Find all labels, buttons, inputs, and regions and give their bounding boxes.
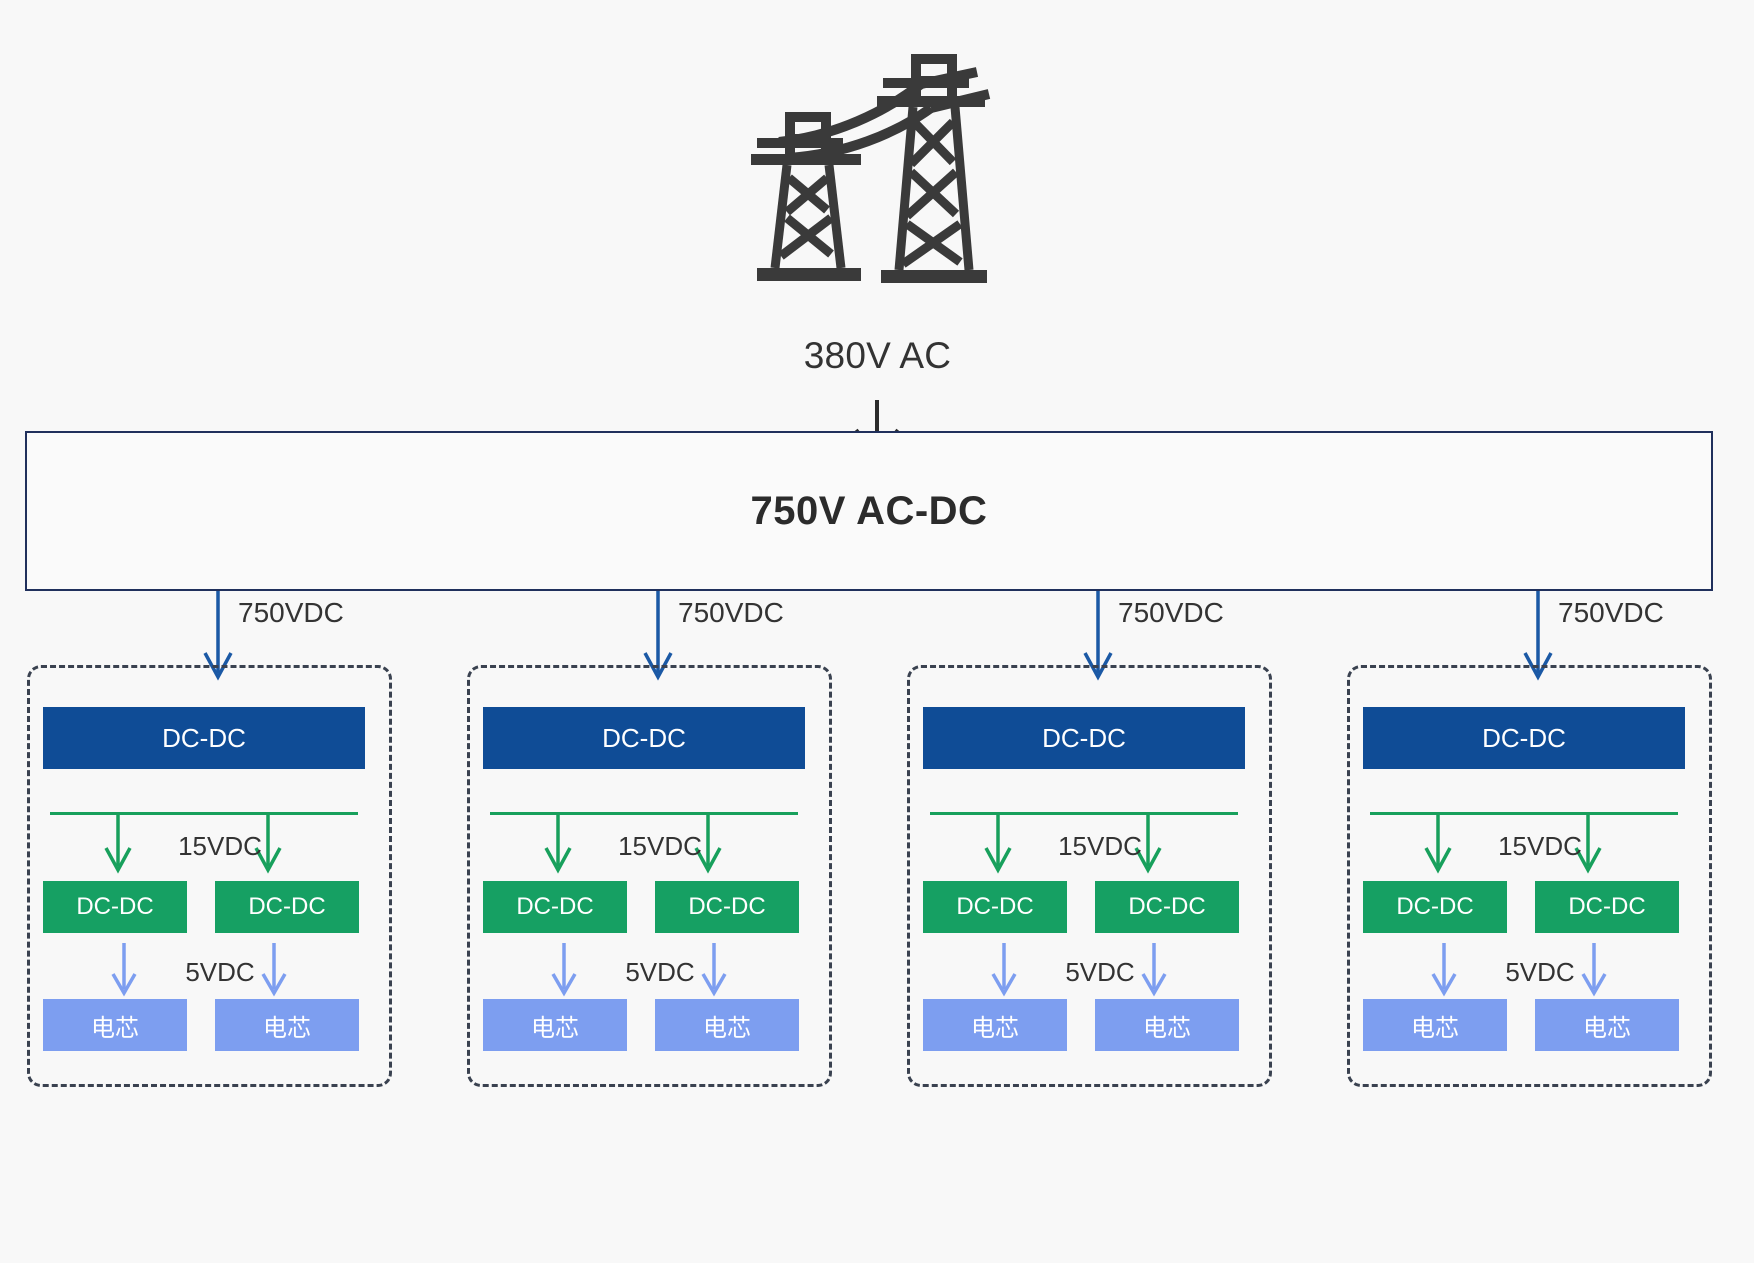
low-voltage-arrow-left: [990, 943, 1018, 997]
low-voltage-label: 5VDC: [1505, 957, 1575, 987]
bus-voltage-label: 750VDC: [1558, 597, 1664, 628]
battery-cell-right[interactable]: 电芯: [1095, 999, 1239, 1051]
mid-voltage-bus-line: [50, 812, 358, 815]
secondary-dcdc-right[interactable]: DC-DC: [215, 881, 359, 933]
primary-dcdc-block[interactable]: DC-DC: [483, 707, 805, 769]
secondary-dcdc-right[interactable]: DC-DC: [1095, 881, 1239, 933]
rack-dashed-boundary: [1347, 665, 1712, 1087]
source-voltage-label: 380V AC: [803, 335, 952, 376]
low-voltage-arrow-right: [1580, 943, 1608, 997]
rack-group-2: 750VDC DC-DC 15VDC DC-DC DC-DC: [450, 591, 848, 1091]
bus-voltage-label: 750VDC: [1118, 597, 1224, 628]
secondary-dcdc-left[interactable]: DC-DC: [1363, 881, 1507, 933]
low-voltage-label: 5VDC: [185, 957, 255, 987]
bus-drop-arrow: [200, 591, 236, 681]
low-voltage-arrow-left: [550, 943, 578, 997]
mid-voltage-bus-line: [490, 812, 798, 815]
primary-dcdc-block[interactable]: DC-DC: [43, 707, 365, 769]
secondary-dcdc-left[interactable]: DC-DC: [43, 881, 187, 933]
low-voltage-label: 5VDC: [1065, 957, 1135, 987]
rack-dashed-boundary: [27, 665, 392, 1087]
secondary-dcdc-left[interactable]: DC-DC: [483, 881, 627, 933]
mid-voltage-arrow-left: [543, 812, 573, 874]
transmission-tower-icon: [745, 50, 1010, 295]
secondary-dcdc-right[interactable]: DC-DC: [655, 881, 799, 933]
low-voltage-arrow-left: [1430, 943, 1458, 997]
mid-voltage-arrow-right: [693, 812, 723, 874]
rack-group-1: 750VDC DC-DC 15VDC DC-DC DC-DC: [10, 591, 408, 1091]
mid-voltage-label: 15VDC: [618, 831, 702, 861]
battery-cell-right[interactable]: 电芯: [655, 999, 799, 1051]
primary-dcdc-block[interactable]: DC-DC: [1363, 707, 1685, 769]
rack-dashed-boundary: [907, 665, 1272, 1087]
battery-cell-left[interactable]: 电芯: [43, 999, 187, 1051]
bus-voltage-label: 750VDC: [238, 597, 344, 628]
rack-group-3: 750VDC DC-DC 15VDC DC-DC DC-DC: [890, 591, 1288, 1091]
battery-cell-right[interactable]: 电芯: [1535, 999, 1679, 1051]
mid-voltage-arrow-left: [983, 812, 1013, 874]
mid-voltage-arrow-right: [1133, 812, 1163, 874]
mid-voltage-bus-line: [1370, 812, 1678, 815]
acdc-title: 750V AC-DC: [750, 488, 988, 533]
acdc-converter-box[interactable]: 750V AC-DC: [25, 431, 1713, 591]
mid-voltage-arrow-left: [103, 812, 133, 874]
low-voltage-arrow-left: [110, 943, 138, 997]
bus-drop-arrow: [640, 591, 676, 681]
rack-group-4: 750VDC DC-DC 15VDC DC-DC DC-DC: [1330, 591, 1728, 1091]
rack-dashed-boundary: [467, 665, 832, 1087]
low-voltage-arrow-right: [700, 943, 728, 997]
mid-voltage-label: 15VDC: [1058, 831, 1142, 861]
low-voltage-label: 5VDC: [625, 957, 695, 987]
low-voltage-arrow-right: [1140, 943, 1168, 997]
mid-voltage-label: 15VDC: [178, 831, 262, 861]
battery-cell-left[interactable]: 电芯: [483, 999, 627, 1051]
mid-voltage-label: 15VDC: [1498, 831, 1582, 861]
battery-cell-right[interactable]: 电芯: [215, 999, 359, 1051]
bus-drop-arrow: [1080, 591, 1116, 681]
primary-dcdc-block[interactable]: DC-DC: [923, 707, 1245, 769]
low-voltage-arrow-right: [260, 943, 288, 997]
secondary-dcdc-right[interactable]: DC-DC: [1535, 881, 1679, 933]
battery-cell-left[interactable]: 电芯: [923, 999, 1067, 1051]
rack-group-row: 750VDC DC-DC 15VDC DC-DC DC-DC: [0, 591, 1754, 1101]
mid-voltage-arrow-left: [1423, 812, 1453, 874]
secondary-dcdc-left[interactable]: DC-DC: [923, 881, 1067, 933]
mid-voltage-arrow-right: [1573, 812, 1603, 874]
mid-voltage-bus-line: [930, 812, 1238, 815]
bus-drop-arrow: [1520, 591, 1556, 681]
bus-voltage-label: 750VDC: [678, 597, 784, 628]
mid-voltage-arrow-right: [253, 812, 283, 874]
battery-cell-left[interactable]: 电芯: [1363, 999, 1507, 1051]
